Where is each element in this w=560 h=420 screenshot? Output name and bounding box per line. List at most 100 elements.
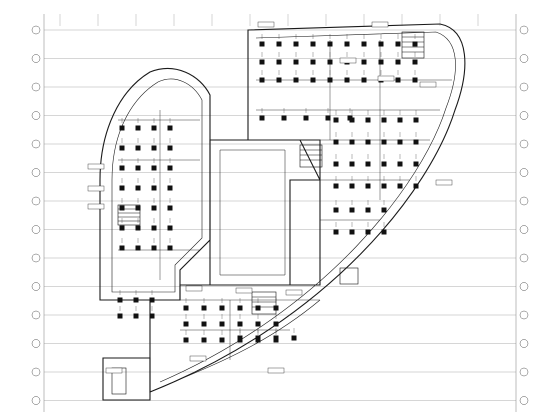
fixture-symbol [365,207,371,213]
fixture-symbol [119,125,125,131]
fixture-symbol [273,305,279,311]
fixture-symbol [365,229,371,235]
axis-bubble [519,25,529,35]
fixture-symbol [327,59,333,65]
fixture-symbol [149,313,155,319]
fixture-symbol [135,245,141,251]
fixture-symbol [349,207,355,213]
fixture-symbol [303,115,309,121]
fixture-symbol [167,125,173,131]
axis-bubble [519,168,529,177]
fixture-symbol [365,139,371,145]
fixture-symbol [219,337,225,343]
fixture-symbol [273,321,279,327]
fixture-symbol [413,139,419,145]
fixture-symbol [167,225,173,231]
fixture-symbol [349,117,355,123]
equipment-tag [235,287,253,294]
fixture-symbol [135,185,141,191]
fixture-symbol [259,59,265,65]
fixture-symbol [365,117,371,123]
south-curved-wall [149,299,321,393]
stair-cores [111,31,425,395]
fixture-symbol [276,59,282,65]
stair-core-east [339,267,359,285]
fixture-symbol [344,77,350,83]
fixture-symbol [397,139,403,145]
fixture-symbol [310,77,316,83]
fixture-symbol [395,41,401,47]
fixture-symbol [365,183,371,189]
east-wing-outline [149,23,466,393]
fixture-symbol [344,41,350,47]
fixture-symbol [293,77,299,83]
fixture-symbol [361,77,367,83]
equipment-tag [105,367,123,374]
fixture-symbol [397,183,403,189]
fixture-symbol [349,229,355,235]
fixture-symbol [201,321,207,327]
fixture-symbol [327,41,333,47]
fixture-symbol [361,41,367,47]
fixture-symbol [413,117,419,123]
stair-core-south [251,291,277,315]
axis-bubble [31,196,41,206]
fixture-symbol [135,125,141,131]
equipment-tag [87,203,105,210]
axis-bubble [519,225,529,234]
fixture-symbol [327,77,333,83]
axis-bubble [31,253,41,263]
fixture-symbol [237,321,243,327]
axis-bubble [31,310,41,320]
equipment-tags [87,21,453,374]
fixture-symbol [381,117,387,123]
fixture-symbol [378,41,384,47]
fixture-symbol [255,305,261,311]
fixture-symbol [273,335,279,341]
fixture-symbol [333,207,339,213]
fixture-symbol [413,161,419,167]
grid-frame [43,14,517,412]
fixture-symbol [151,245,157,251]
fixture-symbol [381,183,387,189]
fixture-symbol [333,139,339,145]
central-atrium-outline [209,139,321,286]
axis-bubble [31,225,41,234]
fixture-symbol [412,59,418,65]
fixture-symbol [117,297,123,303]
stair-core-west-treads [118,208,140,222]
central-atrium-inner [219,149,286,276]
fixture-symbol [276,77,282,83]
fixture-symbol [349,183,355,189]
fixture-symbol [119,165,125,171]
axis-bubble [519,282,529,291]
fixture-symbol [381,229,387,235]
equipment-tag [419,81,437,88]
fixture-symbol [183,337,189,343]
fixture-symbol [276,41,282,47]
interior-partitions [118,40,452,360]
fixture-symbol [149,297,155,303]
fixture-symbol [119,225,125,231]
axis-bubble [31,396,41,405]
axis-bubble [31,139,41,149]
fixture-symbol [135,205,141,211]
equipment-tag [257,21,275,28]
fixture-symbol [119,185,125,191]
axis-bubble [31,54,41,63]
fixture-symbol [237,305,243,311]
axis-bubble [519,367,529,377]
fixture-symbol [381,161,387,167]
axis-bubble [519,82,529,92]
equipment-tag [371,21,389,28]
fixture-symbol [412,77,418,83]
fixture-symbol [151,145,157,151]
fixture-symbol [133,297,139,303]
fixture-symbol [237,335,243,341]
fixture-symbol [151,165,157,171]
fixture-symbol [293,41,299,47]
fixture-symbol [365,161,371,167]
building-outline [99,23,466,401]
fixture-symbol [135,165,141,171]
